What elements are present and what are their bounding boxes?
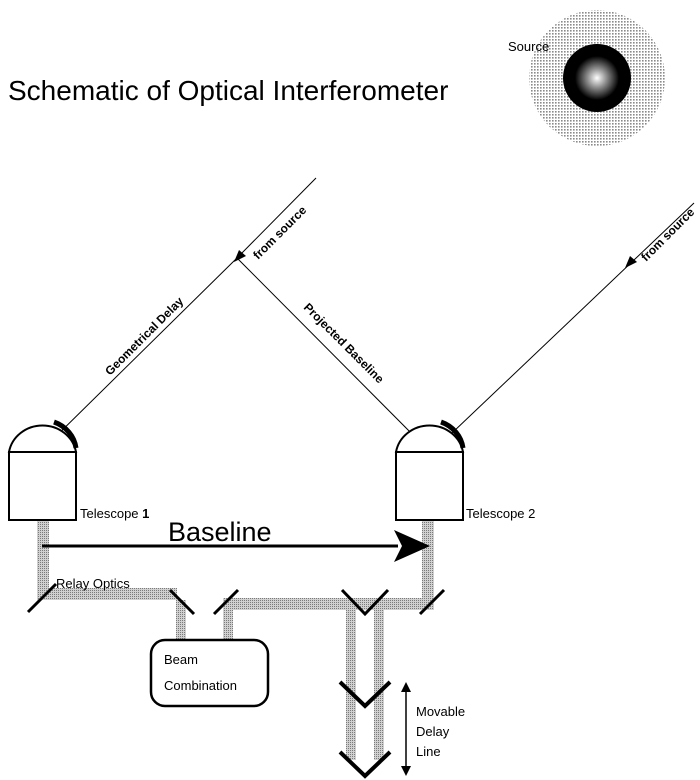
delay-reflector-upper bbox=[338, 680, 392, 709]
baseline-label: Baseline bbox=[168, 517, 272, 547]
telescope-2-label: Telescope 2 bbox=[466, 506, 535, 521]
mirror-4 bbox=[418, 588, 446, 616]
ray-1-arrow bbox=[234, 250, 246, 262]
source-label: Source bbox=[508, 39, 549, 54]
from-source-label-1: from source bbox=[250, 203, 309, 262]
projected-baseline-line bbox=[236, 257, 431, 453]
delay-reflector-lower bbox=[338, 750, 392, 779]
ray-2-arrow bbox=[625, 256, 637, 268]
telescope-1-label: Telescope 1 bbox=[80, 506, 149, 521]
incoming-ray-1 bbox=[39, 257, 238, 453]
from-source-label-2: from source bbox=[638, 205, 697, 264]
delay-line-reflectors bbox=[338, 680, 392, 779]
beam-combination-label-2: Combination bbox=[164, 678, 237, 693]
diagram-title: Schematic of Optical Interferometer bbox=[8, 75, 448, 106]
beam-paths bbox=[37, 520, 434, 760]
geometrical-delay-label: Geometrical Delay bbox=[102, 294, 186, 378]
delay-line-label-1: Movable bbox=[416, 704, 465, 719]
beam-combination-box bbox=[149, 638, 270, 708]
source-star bbox=[529, 10, 665, 146]
incoming-ray-1-top bbox=[236, 177, 317, 259]
mirror-1 bbox=[26, 582, 58, 614]
relay-mirrors bbox=[26, 582, 446, 617]
delay-line-label-3: Line bbox=[416, 744, 441, 759]
baseline-arrow bbox=[42, 530, 430, 562]
delay-line-label-2: Delay bbox=[416, 724, 450, 739]
mirror-delay-entry bbox=[340, 588, 390, 617]
projected-baseline-label: Projected Baseline bbox=[301, 300, 387, 386]
mirror-2 bbox=[168, 588, 196, 616]
mirror-3 bbox=[212, 588, 240, 616]
telescope-1 bbox=[7, 419, 79, 521]
relay-optics-label: Relay Optics bbox=[56, 576, 130, 591]
delay-range-arrow bbox=[401, 682, 411, 776]
incoming-ray-2 bbox=[431, 202, 695, 453]
beam-combination-label-1: Beam bbox=[164, 652, 198, 667]
telescope-2 bbox=[394, 419, 466, 521]
